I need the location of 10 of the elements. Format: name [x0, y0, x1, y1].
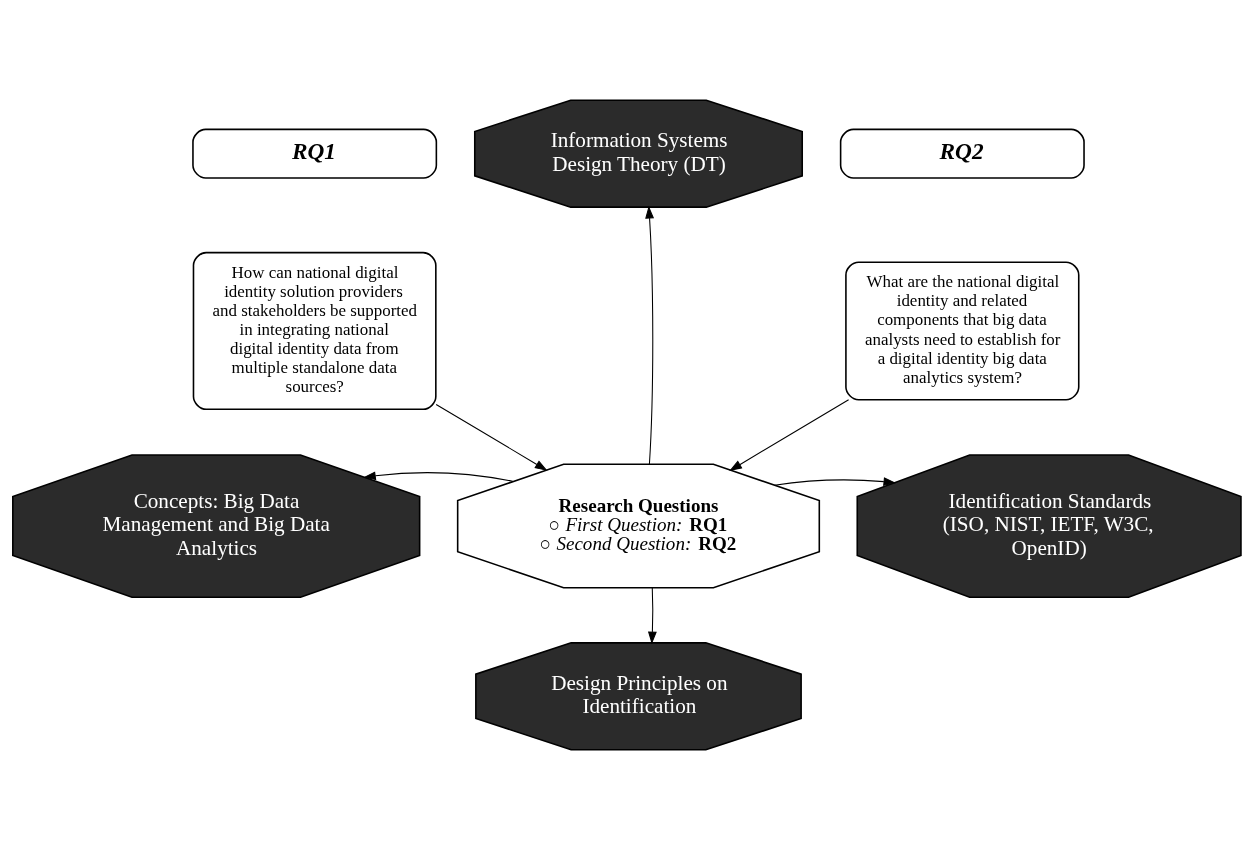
arrow — [773, 476, 897, 486]
node-box: What are the national digital identity and related components that big data analysts need to establish for a digital identity big data analytics system? — [845, 260, 1080, 401]
arrow — [729, 398, 850, 471]
arrow — [647, 586, 657, 644]
node-box: RQ1 — [192, 128, 438, 179]
node-box: RQ2 — [839, 128, 1085, 179]
arrow — [363, 470, 514, 482]
arrow — [645, 205, 655, 465]
arrow — [435, 403, 548, 471]
node-box: How can national digital identity solution providers and stakeholders be supported in integrating national digital identity data from multiple standalone data sources? — [192, 251, 437, 410]
